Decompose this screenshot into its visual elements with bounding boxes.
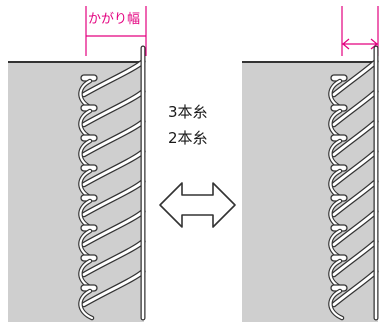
left-loop-fill [82, 90, 145, 126]
right-curl-fill [329, 289, 344, 320]
left-loop-fill [82, 60, 145, 96]
left-3-thread-stitches [78, 45, 146, 321]
three-thread-label: 3本糸 [168, 103, 208, 121]
right-2-thread-stitches [328, 45, 379, 321]
two-thread-label: 2本糸 [168, 129, 208, 147]
left-loop-fill [82, 180, 145, 216]
left-curl-fill [79, 289, 94, 320]
right-panel [242, 6, 379, 322]
right-width-arrow-left [342, 38, 350, 50]
left-loop-fill [82, 150, 145, 186]
left-loop-fill [82, 210, 145, 246]
left-panel [8, 6, 147, 322]
left-loop-fill [82, 240, 145, 276]
left-loop-fill [82, 120, 145, 156]
left-loop-fill [82, 270, 145, 306]
double-headed-arrow-icon [159, 182, 236, 228]
right-width-arrow-right [370, 38, 378, 50]
overlock-width-label: かがり幅 [88, 12, 141, 27]
